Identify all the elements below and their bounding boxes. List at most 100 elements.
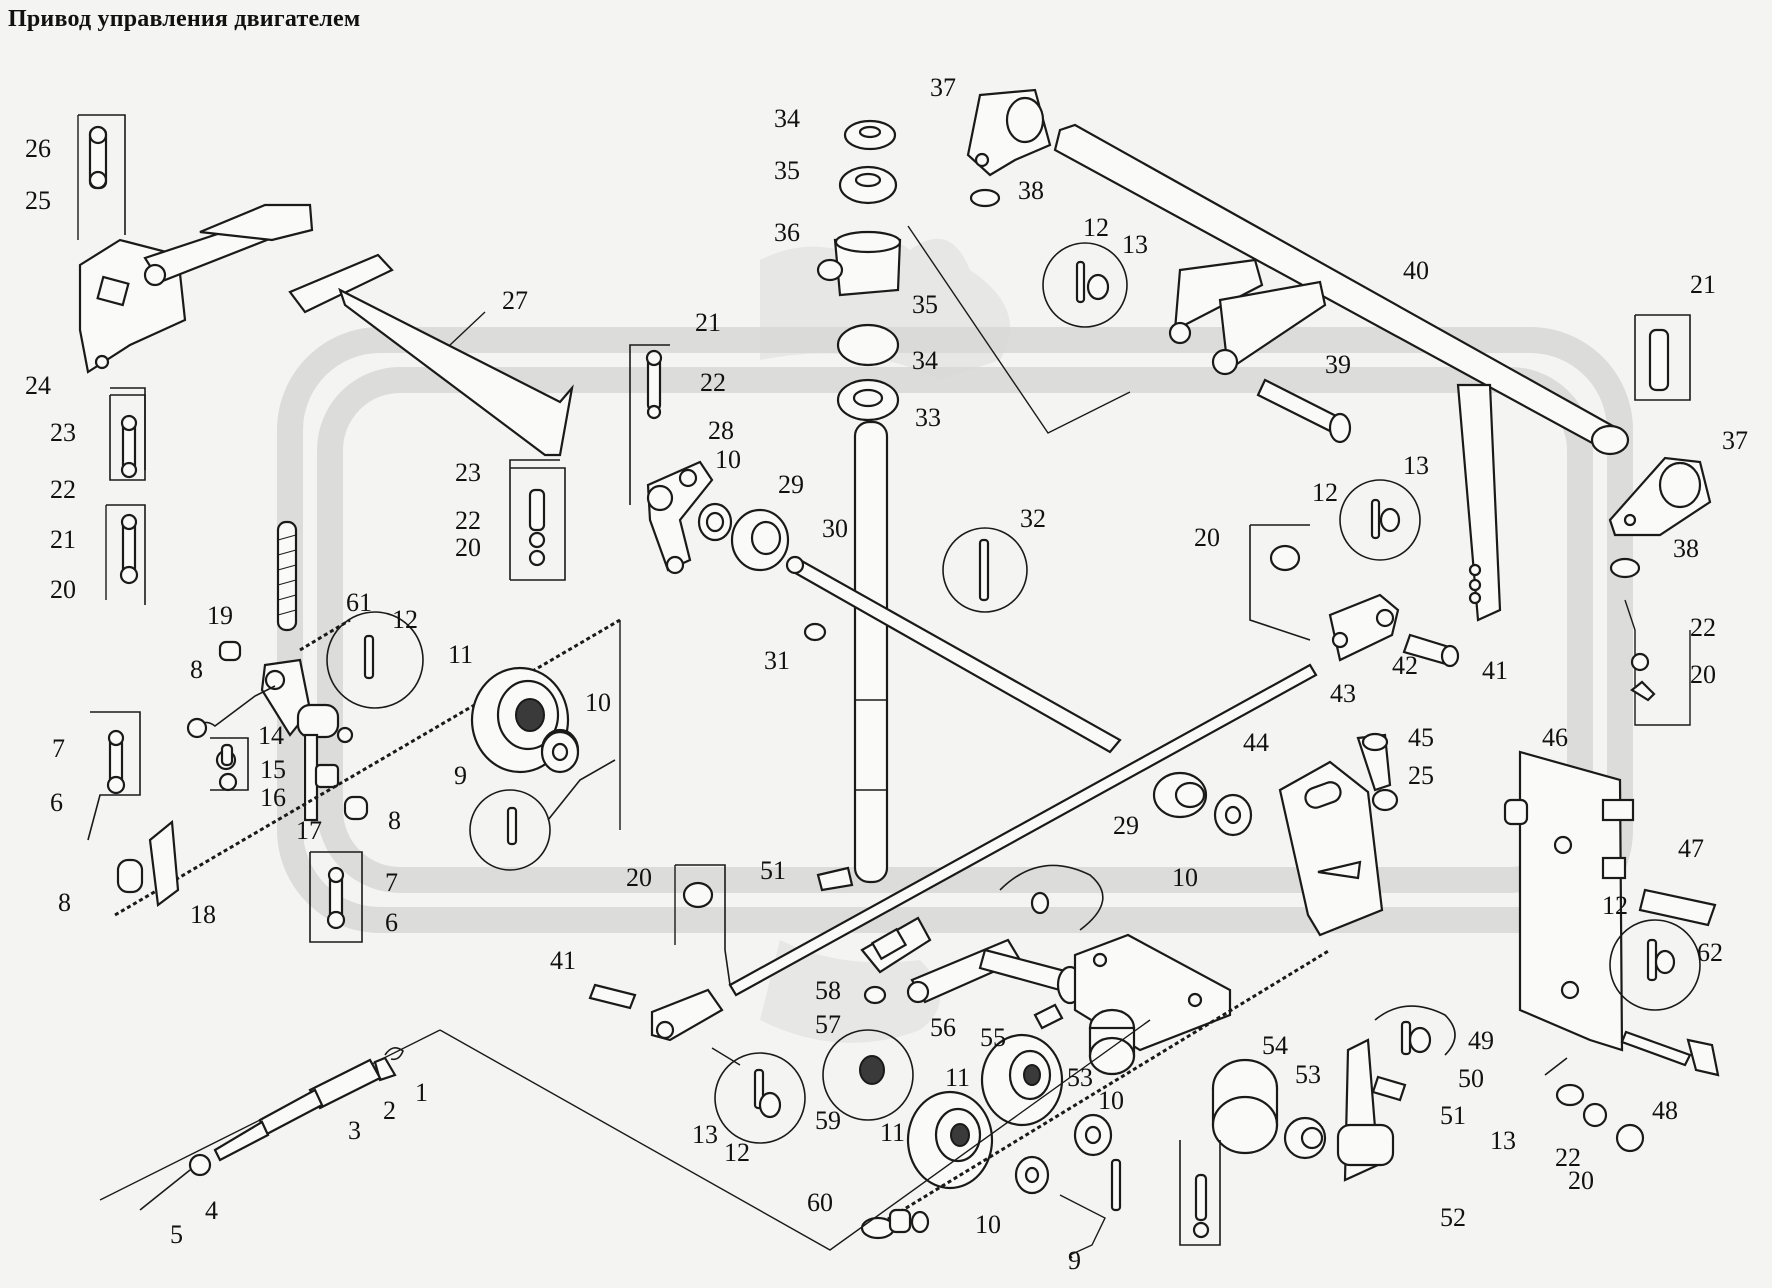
callout-13: 13 [1403, 451, 1429, 480]
bolt-group-23-22-20 [510, 467, 566, 581]
pin-detail-32 [942, 527, 1028, 613]
callout-6: 6 [50, 788, 63, 817]
callout-8: 8 [388, 806, 401, 835]
bolt-group-15-16-17 [210, 737, 249, 792]
callout-31: 31 [764, 646, 790, 675]
washer-10-top [697, 502, 733, 542]
callout-2: 2 [383, 1096, 396, 1125]
leader-lower [439, 1019, 1151, 1251]
nut-35-top [838, 165, 898, 205]
callout-12: 12 [1312, 478, 1338, 507]
callout-10: 10 [1172, 863, 1198, 892]
washer-38-top [969, 188, 1001, 208]
plate-44 [1278, 760, 1384, 937]
callout-19: 19 [207, 601, 233, 630]
callout-37: 37 [930, 73, 956, 102]
detail-circle-59 [822, 1029, 914, 1121]
pin-detail-12 [326, 611, 424, 709]
bolt-group-22-20-right [1624, 599, 1691, 726]
callout-30: 30 [822, 514, 848, 543]
bracket-46 [1503, 750, 1635, 1052]
pin-detail-13-12-lower [711, 1047, 806, 1144]
clamp-60 [860, 1208, 930, 1240]
shaft-33 [853, 420, 889, 884]
cable-lower [869, 948, 1331, 1232]
callout-23: 23 [455, 458, 481, 487]
callout-22: 22 [50, 475, 76, 504]
callout-60: 60 [807, 1188, 833, 1217]
pin-31 [803, 622, 827, 642]
fork-42 [1328, 593, 1400, 662]
callout-44: 44 [1243, 728, 1269, 757]
callout-13: 13 [692, 1120, 718, 1149]
bolt-group-7-6 [87, 711, 141, 841]
callout-22: 22 [1555, 1143, 1581, 1172]
callout-54: 54 [1262, 1031, 1288, 1060]
bracket-arm-27 [288, 253, 574, 580]
callout-62: 62 [1697, 938, 1723, 967]
callout-12: 12 [1083, 213, 1109, 242]
callout-29: 29 [778, 470, 804, 499]
bolt-box-lower-center [1179, 1140, 1221, 1246]
callout-20: 20 [626, 863, 652, 892]
callout-34: 34 [912, 346, 938, 375]
callout-18: 18 [190, 900, 216, 929]
washer-10-lower-b [1014, 1155, 1050, 1195]
callout-52: 52 [1440, 1203, 1466, 1232]
callout-21: 21 [1690, 270, 1716, 299]
rod-30 [785, 555, 1122, 754]
callout-41: 41 [1482, 656, 1508, 685]
callout-55: 55 [980, 1023, 1006, 1052]
callout-20: 20 [1568, 1166, 1594, 1195]
callout-33: 33 [915, 403, 941, 432]
key-55 [1033, 1003, 1064, 1030]
callout-11: 11 [880, 1118, 906, 1147]
lever-52 [1336, 1038, 1395, 1182]
callout-12: 12 [724, 1138, 750, 1167]
callout-34: 34 [774, 104, 800, 133]
callout-39: 39 [1325, 350, 1351, 379]
bolt-group-21-right [1634, 314, 1691, 401]
callout-11: 11 [945, 1063, 971, 1092]
bolt-group-21-20 [105, 504, 146, 605]
callout-50: 50 [1458, 1064, 1484, 1093]
cable-upper [299, 618, 351, 652]
callout-7: 7 [52, 734, 65, 763]
bolt-group-21-22 [629, 344, 670, 505]
detail-49-50 [1374, 1005, 1456, 1056]
bolt-group-20-right [1249, 524, 1311, 641]
callout-47: 47 [1678, 834, 1704, 863]
pin-detail-12-13-top [1042, 242, 1128, 328]
washer-10-lower-a [1073, 1113, 1113, 1157]
callout-41: 41 [550, 946, 576, 975]
bolt-box-20-lower [674, 864, 731, 986]
callout-10: 10 [715, 445, 741, 474]
callout-37: 37 [1722, 426, 1748, 455]
clamp-18 [116, 819, 180, 908]
callout-4: 4 [205, 1196, 218, 1225]
callout-25: 25 [25, 186, 51, 215]
bushing-53 [1088, 1008, 1136, 1076]
callout-14: 14 [258, 721, 284, 750]
pin-48 [1544, 1030, 1720, 1077]
nut-34-top [843, 119, 897, 151]
callout-49: 49 [1468, 1026, 1494, 1055]
callout-27: 27 [502, 286, 528, 315]
yoke-58 [860, 916, 932, 974]
callout-8: 8 [58, 888, 71, 917]
callout-22: 22 [1690, 613, 1716, 642]
nut-34 [836, 378, 900, 422]
callout-23: 23 [50, 418, 76, 447]
pin-detail-12-62 [1609, 919, 1701, 1011]
rod-43 [728, 663, 1318, 997]
callout-21: 21 [50, 525, 76, 554]
callout-17: 17 [296, 816, 322, 845]
lever-56 [906, 938, 1084, 1005]
bushing-53-lower [1283, 1116, 1327, 1160]
callout-38: 38 [1018, 176, 1044, 205]
callout-45: 45 [1408, 723, 1434, 752]
nut-57 [863, 985, 887, 1005]
pin-detail-upper-lever [999, 864, 1104, 931]
callout-53: 53 [1295, 1060, 1321, 1089]
bearing-37-right [1608, 456, 1712, 537]
